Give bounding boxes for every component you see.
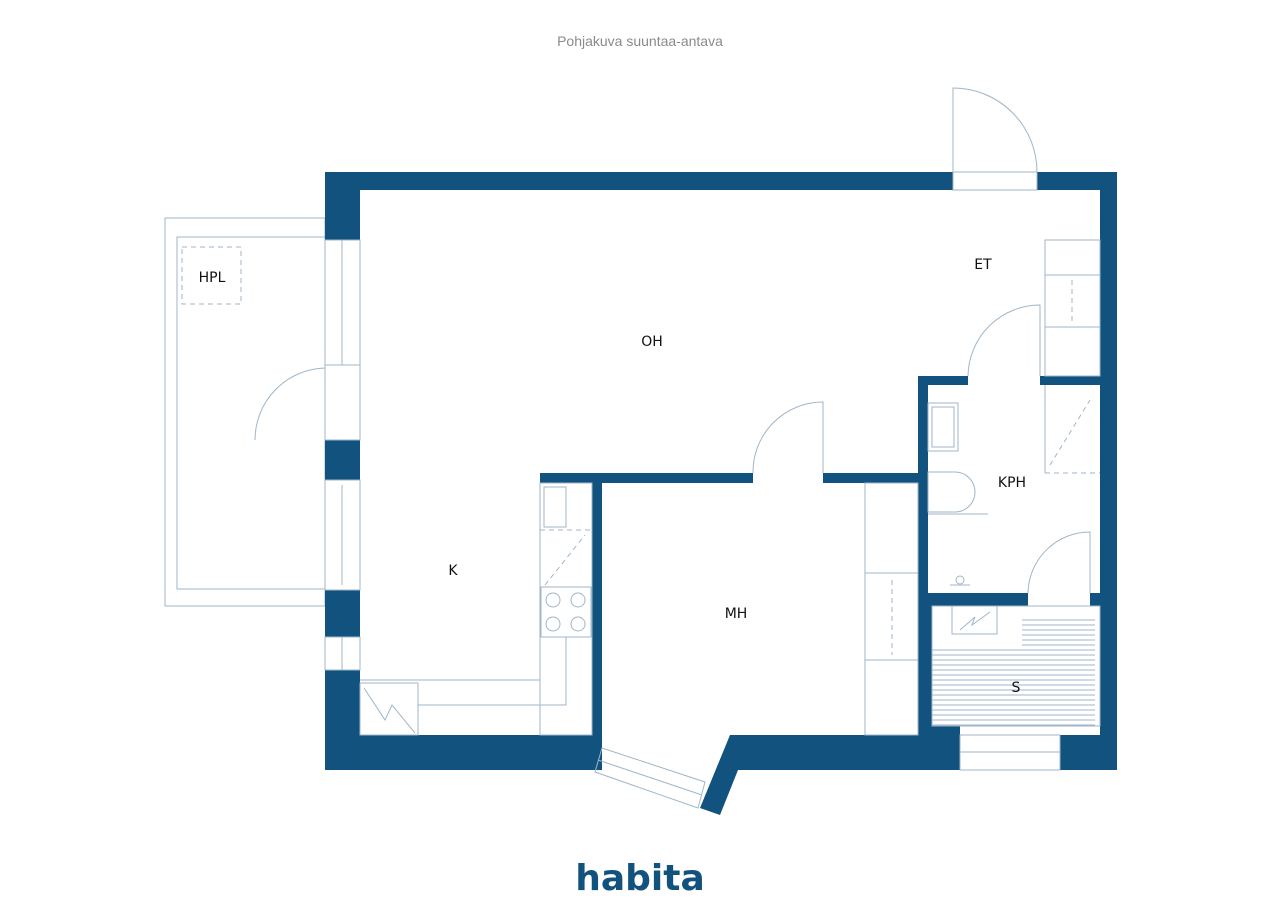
- outer-walls: [325, 172, 1117, 815]
- room-label-s: S: [1012, 680, 1021, 696]
- room-label-et: ET: [974, 257, 992, 273]
- wardrobe: [864, 482, 919, 736]
- habita-logo: habita: [575, 858, 705, 899]
- sauna-slats: [932, 619, 1095, 726]
- closet: [1044, 239, 1101, 377]
- balcony: [164, 217, 326, 607]
- bathroom-fixtures: [927, 385, 1100, 586]
- room-label-k: K: [448, 563, 458, 579]
- balcony-door: [254, 367, 326, 441]
- kph-door: [967, 304, 1041, 377]
- windows: [324, 171, 1061, 809]
- interior-walls: [540, 376, 1100, 735]
- room-label-oh: OH: [641, 334, 663, 350]
- room-label-mh: MH: [725, 606, 748, 622]
- sauna-door: [1027, 531, 1091, 594]
- kitchen-fixtures: [359, 482, 593, 736]
- doors: [254, 87, 1091, 594]
- room-label-hpl: HPL: [199, 270, 226, 286]
- mh-door: [752, 401, 824, 474]
- plan-disclaimer-caption: Pohjakuva suuntaa-antava: [557, 33, 723, 49]
- hpl-hatch: [181, 246, 242, 305]
- entrance-door: [952, 87, 1038, 173]
- sauna-benches: [931, 605, 1101, 727]
- room-label-kph: KPH: [998, 475, 1026, 491]
